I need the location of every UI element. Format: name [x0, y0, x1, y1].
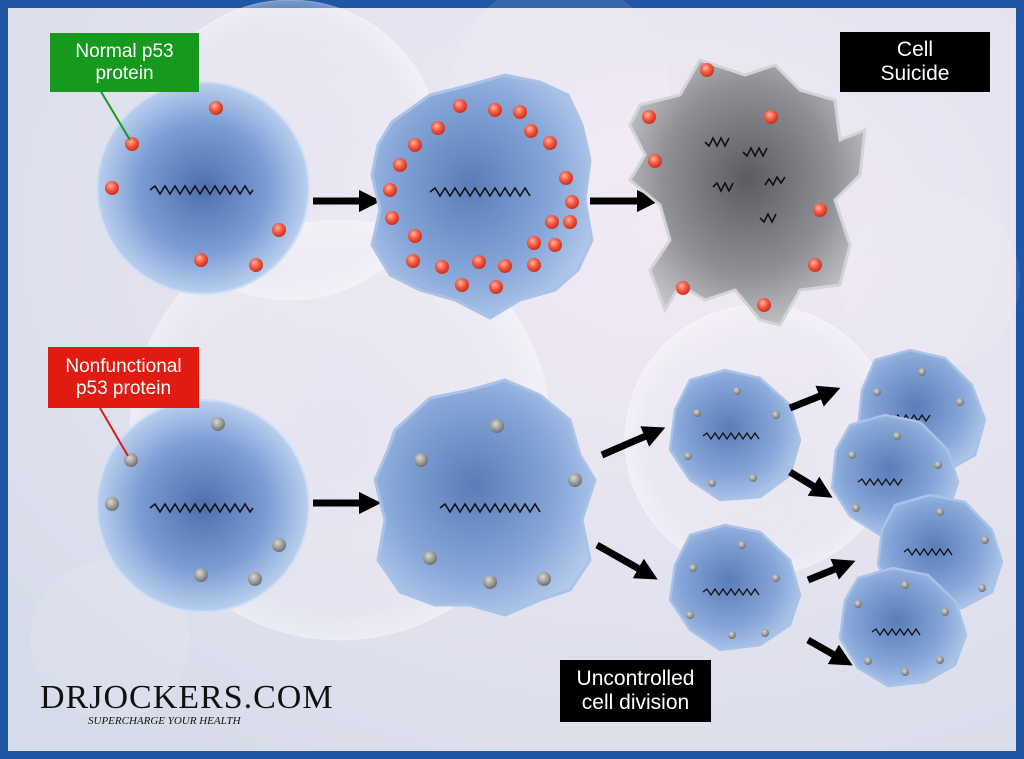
protein-dots-active	[105, 101, 286, 272]
brand-tagline: SUPERCHARGE YOUR HEALTH	[88, 715, 241, 727]
normal-p53-label: Normal p53 protein	[50, 33, 199, 92]
cell-suicide-label-line2: Suicide	[880, 62, 950, 85]
cell-normal-activated	[370, 73, 594, 320]
protein-dots-active	[383, 99, 579, 294]
arrow-icon	[788, 469, 833, 498]
pointer-line-normal	[99, 89, 131, 141]
nonfunctional-p53-label: Nonfunctional p53 protein	[48, 347, 199, 408]
cell-suicide-label: Cell Suicide	[840, 32, 990, 92]
cell-normal-round	[96, 81, 310, 295]
pointer-line-nonfunctional	[99, 407, 129, 457]
protein-dots-inactive	[105, 417, 286, 586]
nonfunctional-p53-label-line2: p53 protein	[75, 377, 172, 399]
dna-strand-icon	[702, 587, 760, 597]
arrow-icon	[806, 558, 856, 584]
dna-fragments	[704, 136, 786, 224]
dna-strand-icon	[149, 184, 254, 196]
cell-mutant-irregular	[373, 378, 597, 617]
normal-p53-label-line1: Normal p53	[75, 40, 174, 62]
uncontrolled-division-label-line2: cell division	[581, 691, 690, 714]
arrow-icon	[806, 636, 853, 666]
arrow-icon	[595, 541, 658, 580]
protein-dots-inactive	[414, 419, 582, 589]
nonfunctional-p53-label-line1: Nonfunctional	[65, 355, 182, 377]
dna-strand-icon	[149, 502, 254, 514]
dna-strand-icon	[429, 186, 531, 198]
daughter-cell	[668, 368, 802, 502]
cell-suicide-label-line1: Cell	[896, 38, 934, 61]
dna-strand-icon	[857, 477, 903, 487]
normal-p53-label-line2: protein	[95, 62, 154, 84]
dna-strand-icon	[871, 627, 921, 637]
uncontrolled-division-label-line1: Uncontrolled	[576, 667, 695, 690]
arrow-icon	[788, 385, 841, 412]
cell-division-group	[668, 348, 1004, 688]
brand-name: DRJOCKERS.COM	[40, 679, 334, 716]
cell-dying	[628, 58, 867, 327]
dna-strand-icon	[702, 431, 760, 441]
protein-dots-active	[642, 63, 827, 312]
uncontrolled-division-label: Uncontrolled cell division	[560, 660, 711, 722]
daughter-cell	[668, 523, 802, 652]
granddaughter-cell	[838, 566, 968, 688]
dna-strand-icon	[903, 547, 953, 557]
dna-strand-icon	[439, 502, 541, 514]
brand-logo: DRJOCKERS.COM SUPERCHARGE YOUR HEALTH	[40, 680, 333, 730]
arrow-icon	[600, 426, 666, 459]
cell-mutant-round	[96, 399, 310, 613]
